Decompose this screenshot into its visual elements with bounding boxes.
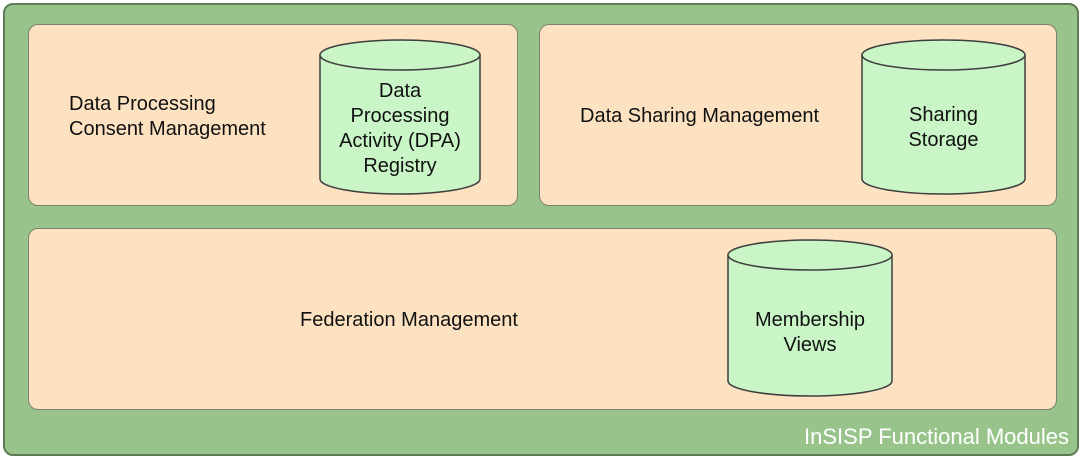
module-data-processing-consent-management: Data Processing Consent Management Data …: [28, 24, 518, 206]
storage-dpa-registry: Data Processing Activity (DPA) Registry: [319, 39, 481, 195]
database-cylinder-icon: [319, 39, 481, 195]
module-label-line: Consent Management: [69, 118, 266, 140]
storage-label-line: Data: [378, 80, 422, 102]
database-cylinder-icon: [727, 239, 893, 397]
storage-sharing-storage: Sharing Storage: [861, 39, 1026, 195]
module-label-line: Federation Management: [300, 309, 518, 331]
module-label-line: Data Sharing Management: [580, 105, 820, 127]
diagram-caption: InSISP Functional Modules: [804, 424, 1069, 449]
storage-label-line: Storage: [908, 129, 979, 151]
module-data-sharing-management: Data Sharing Management Sharing Storage: [539, 24, 1057, 206]
storage-label: Membership Views: [727, 308, 893, 358]
storage-label-line: Views: [783, 334, 837, 356]
storage-label-line: Membership: [754, 309, 866, 331]
storage-label-line: Registry: [363, 155, 437, 177]
module-label: Federation Management: [300, 308, 518, 333]
storage-label: Data Processing Activity (DPA) Registry: [319, 79, 481, 179]
storage-label-line: Processing: [350, 105, 450, 127]
module-federation-management: Federation Management Membership Views: [28, 228, 1057, 410]
storage-membership-views: Membership Views: [727, 239, 893, 397]
module-label: Data Processing Consent Management: [69, 92, 266, 142]
storage-label-line: Activity (DPA): [339, 130, 461, 152]
insisp-functional-modules-container: Data Processing Consent Management Data …: [3, 3, 1079, 456]
storage-label: Sharing Storage: [861, 103, 1026, 153]
database-cylinder-icon: [861, 39, 1026, 195]
module-label: Data Sharing Management: [580, 104, 819, 129]
module-label-line: Data Processing: [69, 93, 216, 115]
storage-label-line: Sharing: [909, 104, 978, 126]
